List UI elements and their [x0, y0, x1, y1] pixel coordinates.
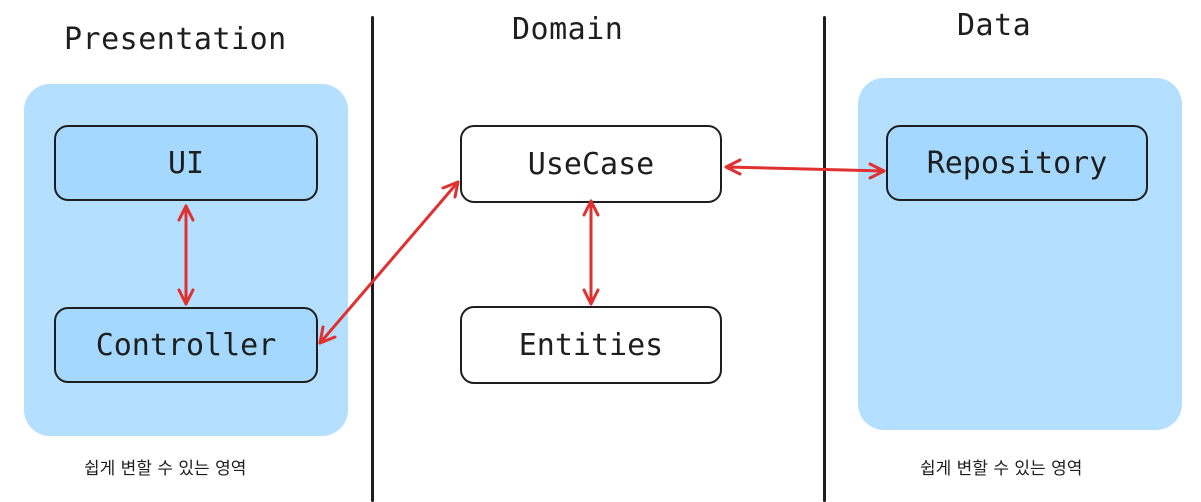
data-caption: 쉽게 변할 수 있는 영역 — [920, 459, 1083, 479]
presentation-caption: 쉽게 변할 수 있는 영역 — [84, 459, 247, 479]
domain-title: Domain — [512, 12, 624, 47]
data-title: Data — [957, 8, 1032, 43]
usecase-entities-arrow — [582, 199, 600, 306]
controller-node: Controller — [54, 307, 318, 383]
ui-node: UI — [54, 125, 318, 201]
divider-presentation-domain — [371, 16, 374, 502]
entities-node: Entities — [460, 306, 722, 384]
repository-node: Repository — [886, 125, 1148, 201]
presentation-title: Presentation — [64, 22, 287, 57]
divider-domain-data — [823, 16, 826, 502]
usecase-node: UseCase — [460, 125, 722, 203]
